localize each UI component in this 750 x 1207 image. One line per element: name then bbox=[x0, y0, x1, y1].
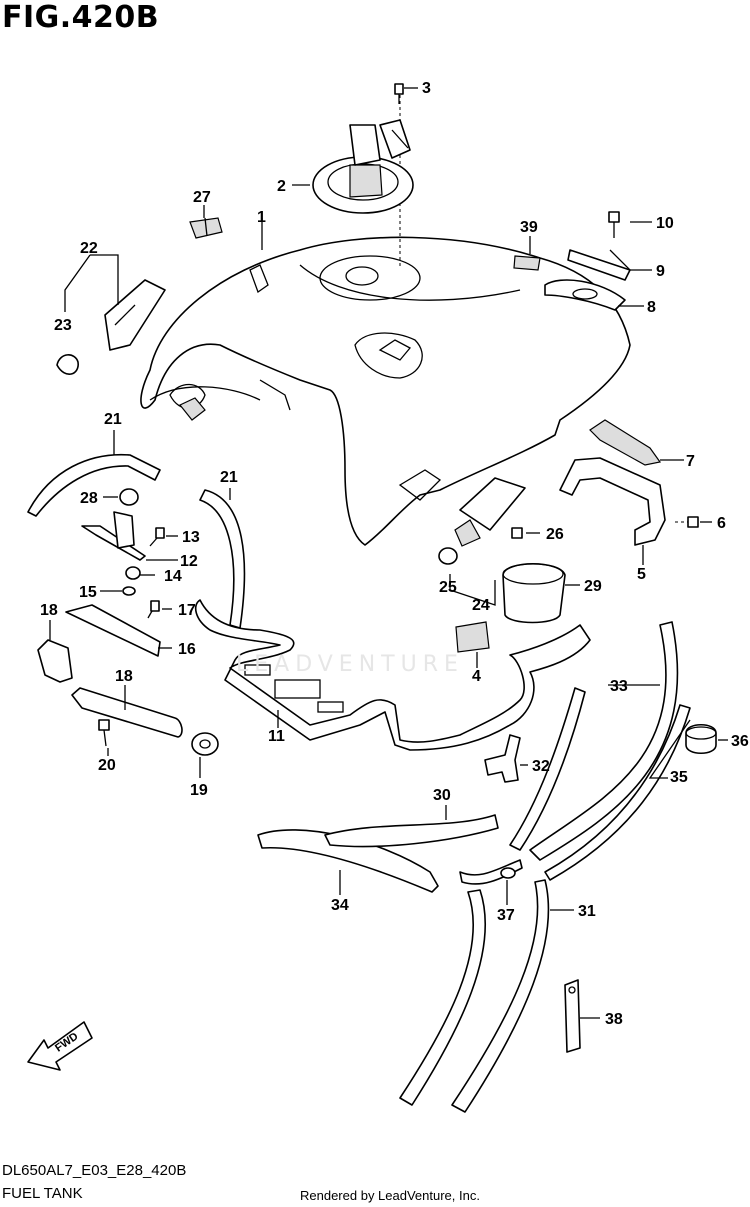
cushion-14[interactable] bbox=[125, 566, 141, 580]
cap-25[interactable] bbox=[438, 547, 458, 565]
callout-18a: 18 bbox=[40, 602, 58, 619]
hose-21a[interactable] bbox=[27, 453, 161, 517]
hose-main[interactable] bbox=[459, 687, 586, 885]
callout-13: 13 bbox=[182, 529, 200, 546]
cover-7[interactable] bbox=[589, 419, 662, 466]
callout-26: 26 bbox=[546, 526, 564, 543]
clamp-38[interactable] bbox=[564, 979, 581, 1053]
diagram-name: FUEL TANK bbox=[2, 1185, 83, 1202]
callout-36: 36 bbox=[731, 733, 749, 750]
callout-20: 20 bbox=[98, 757, 116, 774]
callout-28: 28 bbox=[80, 490, 98, 507]
callout-39: 39 bbox=[520, 219, 538, 236]
callout-22: 22 bbox=[80, 240, 98, 257]
callout-21a: 21 bbox=[104, 411, 122, 428]
callout-29: 29 bbox=[584, 578, 602, 595]
bolt-20[interactable] bbox=[98, 719, 110, 747]
callout-24: 24 bbox=[472, 597, 490, 614]
fwd-arrow-icon: FWD bbox=[27, 1021, 93, 1071]
callout-7: 7 bbox=[686, 453, 695, 470]
grommet-39[interactable] bbox=[513, 255, 541, 271]
callout-5: 5 bbox=[637, 566, 646, 583]
plate-11[interactable] bbox=[194, 599, 591, 751]
callout-8: 8 bbox=[647, 299, 656, 316]
bolt-26[interactable] bbox=[511, 527, 523, 539]
callout-17: 17 bbox=[178, 602, 196, 619]
cover-22[interactable] bbox=[104, 279, 166, 351]
callout-1: 1 bbox=[257, 209, 266, 226]
hose-33[interactable] bbox=[529, 621, 679, 861]
callout-12: 12 bbox=[180, 553, 198, 570]
joint-32[interactable] bbox=[484, 734, 521, 783]
hose-34[interactable] bbox=[257, 829, 439, 893]
callout-27: 27 bbox=[193, 189, 211, 206]
callout-15: 15 bbox=[79, 584, 97, 601]
screw-3[interactable] bbox=[394, 83, 404, 104]
callout-6: 6 bbox=[717, 515, 726, 532]
fuel-cap[interactable] bbox=[312, 119, 414, 214]
bracket-16[interactable] bbox=[65, 604, 161, 657]
bracket-12[interactable] bbox=[81, 511, 146, 561]
callout-2: 2 bbox=[277, 178, 286, 195]
bolt-13[interactable] bbox=[149, 527, 165, 547]
callout-19: 19 bbox=[190, 782, 208, 799]
callout-16: 16 bbox=[178, 641, 196, 658]
callout-34: 34 bbox=[331, 897, 349, 914]
hose-21b[interactable] bbox=[199, 489, 246, 629]
block-4[interactable] bbox=[455, 621, 490, 653]
callout-10: 10 bbox=[656, 215, 674, 232]
bracket-5[interactable] bbox=[559, 457, 666, 546]
bolt-17[interactable] bbox=[147, 600, 160, 619]
bolt-10[interactable] bbox=[608, 211, 620, 238]
diagram-code: DL650AL7_E03_E28_420B bbox=[2, 1162, 187, 1179]
cap-23[interactable] bbox=[56, 354, 79, 375]
grommet-19[interactable] bbox=[191, 732, 219, 756]
watermark: LEADVENTURE bbox=[236, 652, 464, 677]
callout-31: 31 bbox=[578, 903, 596, 920]
callout-25: 25 bbox=[439, 579, 457, 596]
emblem-27[interactable] bbox=[189, 217, 223, 239]
fuel-pump-29[interactable] bbox=[502, 562, 566, 624]
cushion-36[interactable] bbox=[685, 723, 717, 755]
callout-37: 37 bbox=[497, 907, 515, 924]
callout-35: 35 bbox=[670, 769, 688, 786]
cushion-28[interactable] bbox=[119, 488, 139, 506]
clamp-37[interactable] bbox=[500, 867, 516, 879]
callout-4: 4 bbox=[472, 668, 481, 685]
collar-15[interactable] bbox=[122, 586, 136, 596]
callout-9: 9 bbox=[656, 263, 665, 280]
bracket-18b[interactable] bbox=[71, 687, 183, 738]
hose-35[interactable] bbox=[544, 704, 691, 881]
callout-14: 14 bbox=[164, 568, 182, 585]
callout-32: 32 bbox=[532, 758, 550, 775]
hose-31[interactable] bbox=[451, 879, 550, 1113]
callout-21b: 21 bbox=[220, 469, 238, 486]
credit-line: Rendered by LeadVenture, Inc. bbox=[300, 1188, 480, 1203]
callout-labels: 1 2 3 4 5 6 7 8 9 10 11 12 13 14 15 16 1… bbox=[40, 80, 749, 1028]
callout-11: 11 bbox=[268, 728, 285, 745]
hose-30[interactable] bbox=[324, 814, 499, 848]
bracket-8-9[interactable] bbox=[544, 249, 631, 311]
callout-18b: 18 bbox=[115, 668, 133, 685]
callout-3: 3 bbox=[422, 80, 431, 97]
gasket-24[interactable] bbox=[454, 477, 526, 547]
leader-lines bbox=[49, 87, 728, 1019]
callout-30: 30 bbox=[433, 787, 451, 804]
callout-38: 38 bbox=[605, 1011, 623, 1028]
callout-23: 23 bbox=[54, 317, 72, 334]
bolt-6[interactable] bbox=[675, 516, 699, 528]
hose-18a[interactable] bbox=[37, 639, 73, 683]
hose-37[interactable] bbox=[399, 889, 487, 1106]
figure-title: FIG.420B bbox=[2, 0, 160, 35]
callout-33: 33 bbox=[610, 678, 628, 695]
fuel-tank[interactable] bbox=[140, 95, 631, 546]
